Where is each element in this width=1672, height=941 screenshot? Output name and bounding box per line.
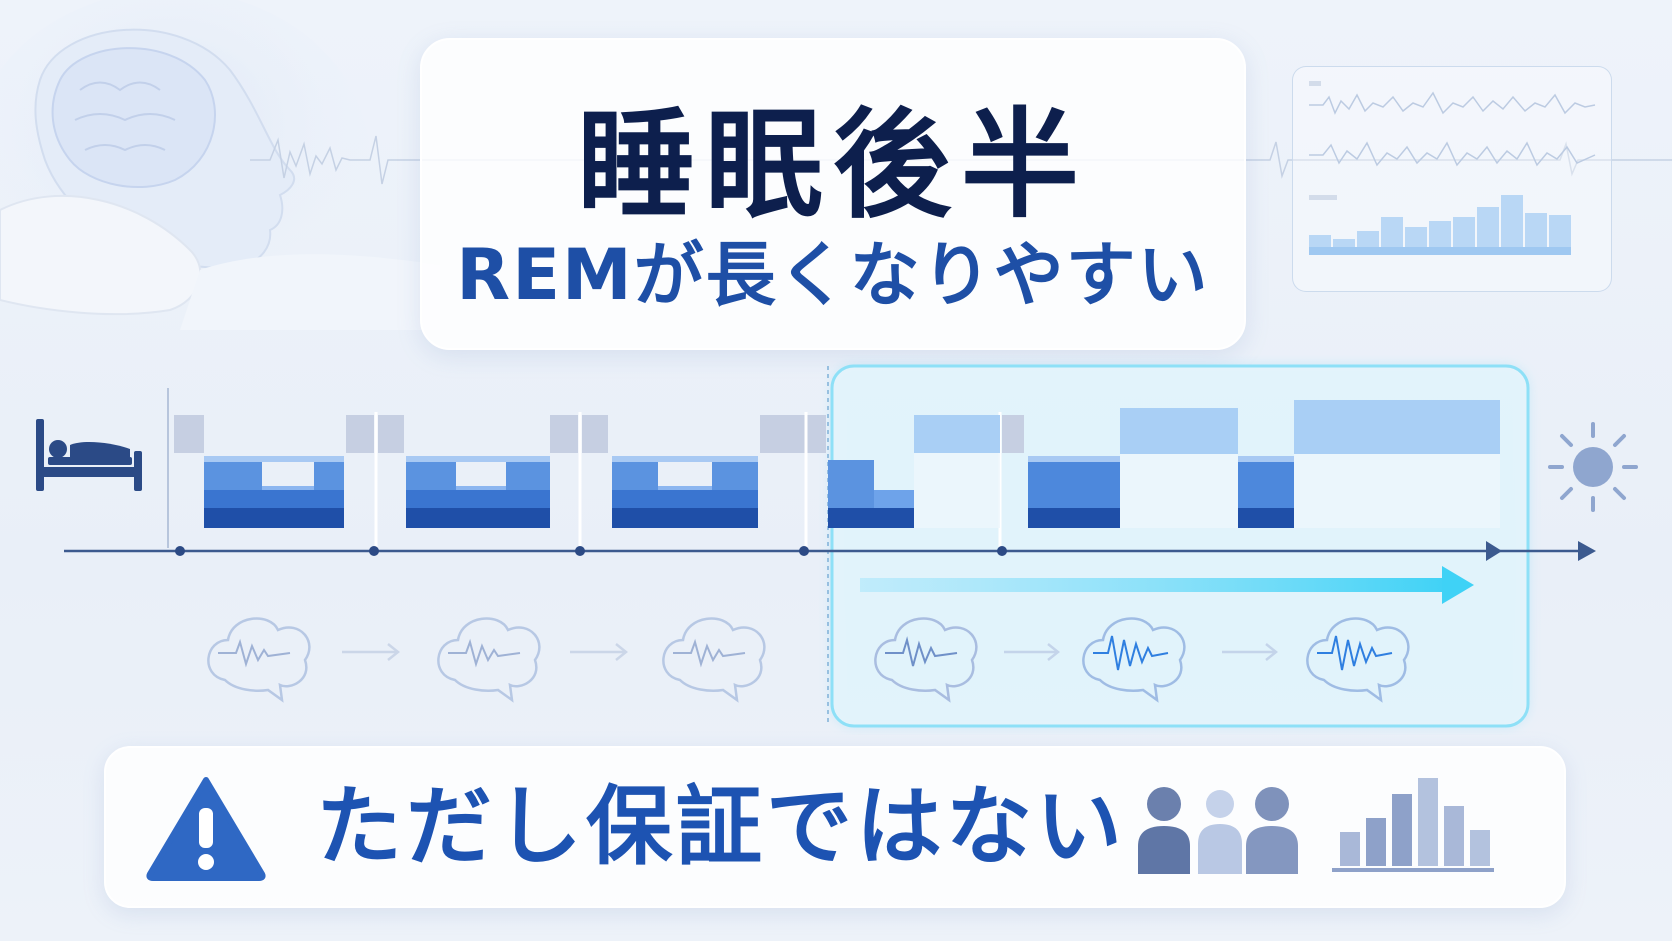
cycle-boundary-dots [175,546,1007,556]
rem-block [1120,408,1238,454]
sleep-cycle-2 [406,456,550,528]
rem-block [914,415,1000,453]
wake-markers [174,415,1024,453]
sleep-cycle-6 [1238,400,1500,528]
title-subtitle: REMが長くなりやすい [456,234,1210,316]
bed-icon [36,419,142,491]
sleep-cycle-1 [204,456,344,528]
people-icon [1138,787,1298,874]
time-axis-arrowhead [1578,541,1596,561]
brain-wave-icon [437,617,541,703]
transition-arrow [1222,643,1279,661]
rem-block [1294,400,1500,454]
transition-arrow [1004,643,1061,661]
sleep-cycle-timeline [64,364,1596,728]
background-ecg-line [250,135,1672,185]
monitor-hypnogram [1309,195,1571,255]
sleep-cycle-5 [1028,408,1238,528]
brain-wave-icon [1306,617,1410,703]
sleep-cycle-3 [612,456,758,528]
caveat-text: ただし保証ではない [316,777,1126,877]
later-half-arrow [860,578,1450,592]
brain-wave-icon [662,617,766,703]
sleep-monitor-panel [1292,66,1612,292]
sleeping-person-brain-illustration [0,0,440,330]
title-card: 睡眠後半 REMが長くなりやすい [420,38,1246,350]
brain-wave-icon [874,617,978,703]
brain-wave-icon [1082,617,1186,703]
caveat-bar: ただし保証ではない [104,746,1566,908]
sleep-cycle-4 [828,415,1000,528]
warning-icon [146,777,266,881]
title-main: 睡眠後半 [576,96,1089,234]
transition-arrow [342,643,401,661]
sun-icon [1548,422,1638,512]
bar-chart-icon [1332,778,1494,872]
transition-arrow [570,643,629,661]
brain-wave-icon [207,617,311,703]
